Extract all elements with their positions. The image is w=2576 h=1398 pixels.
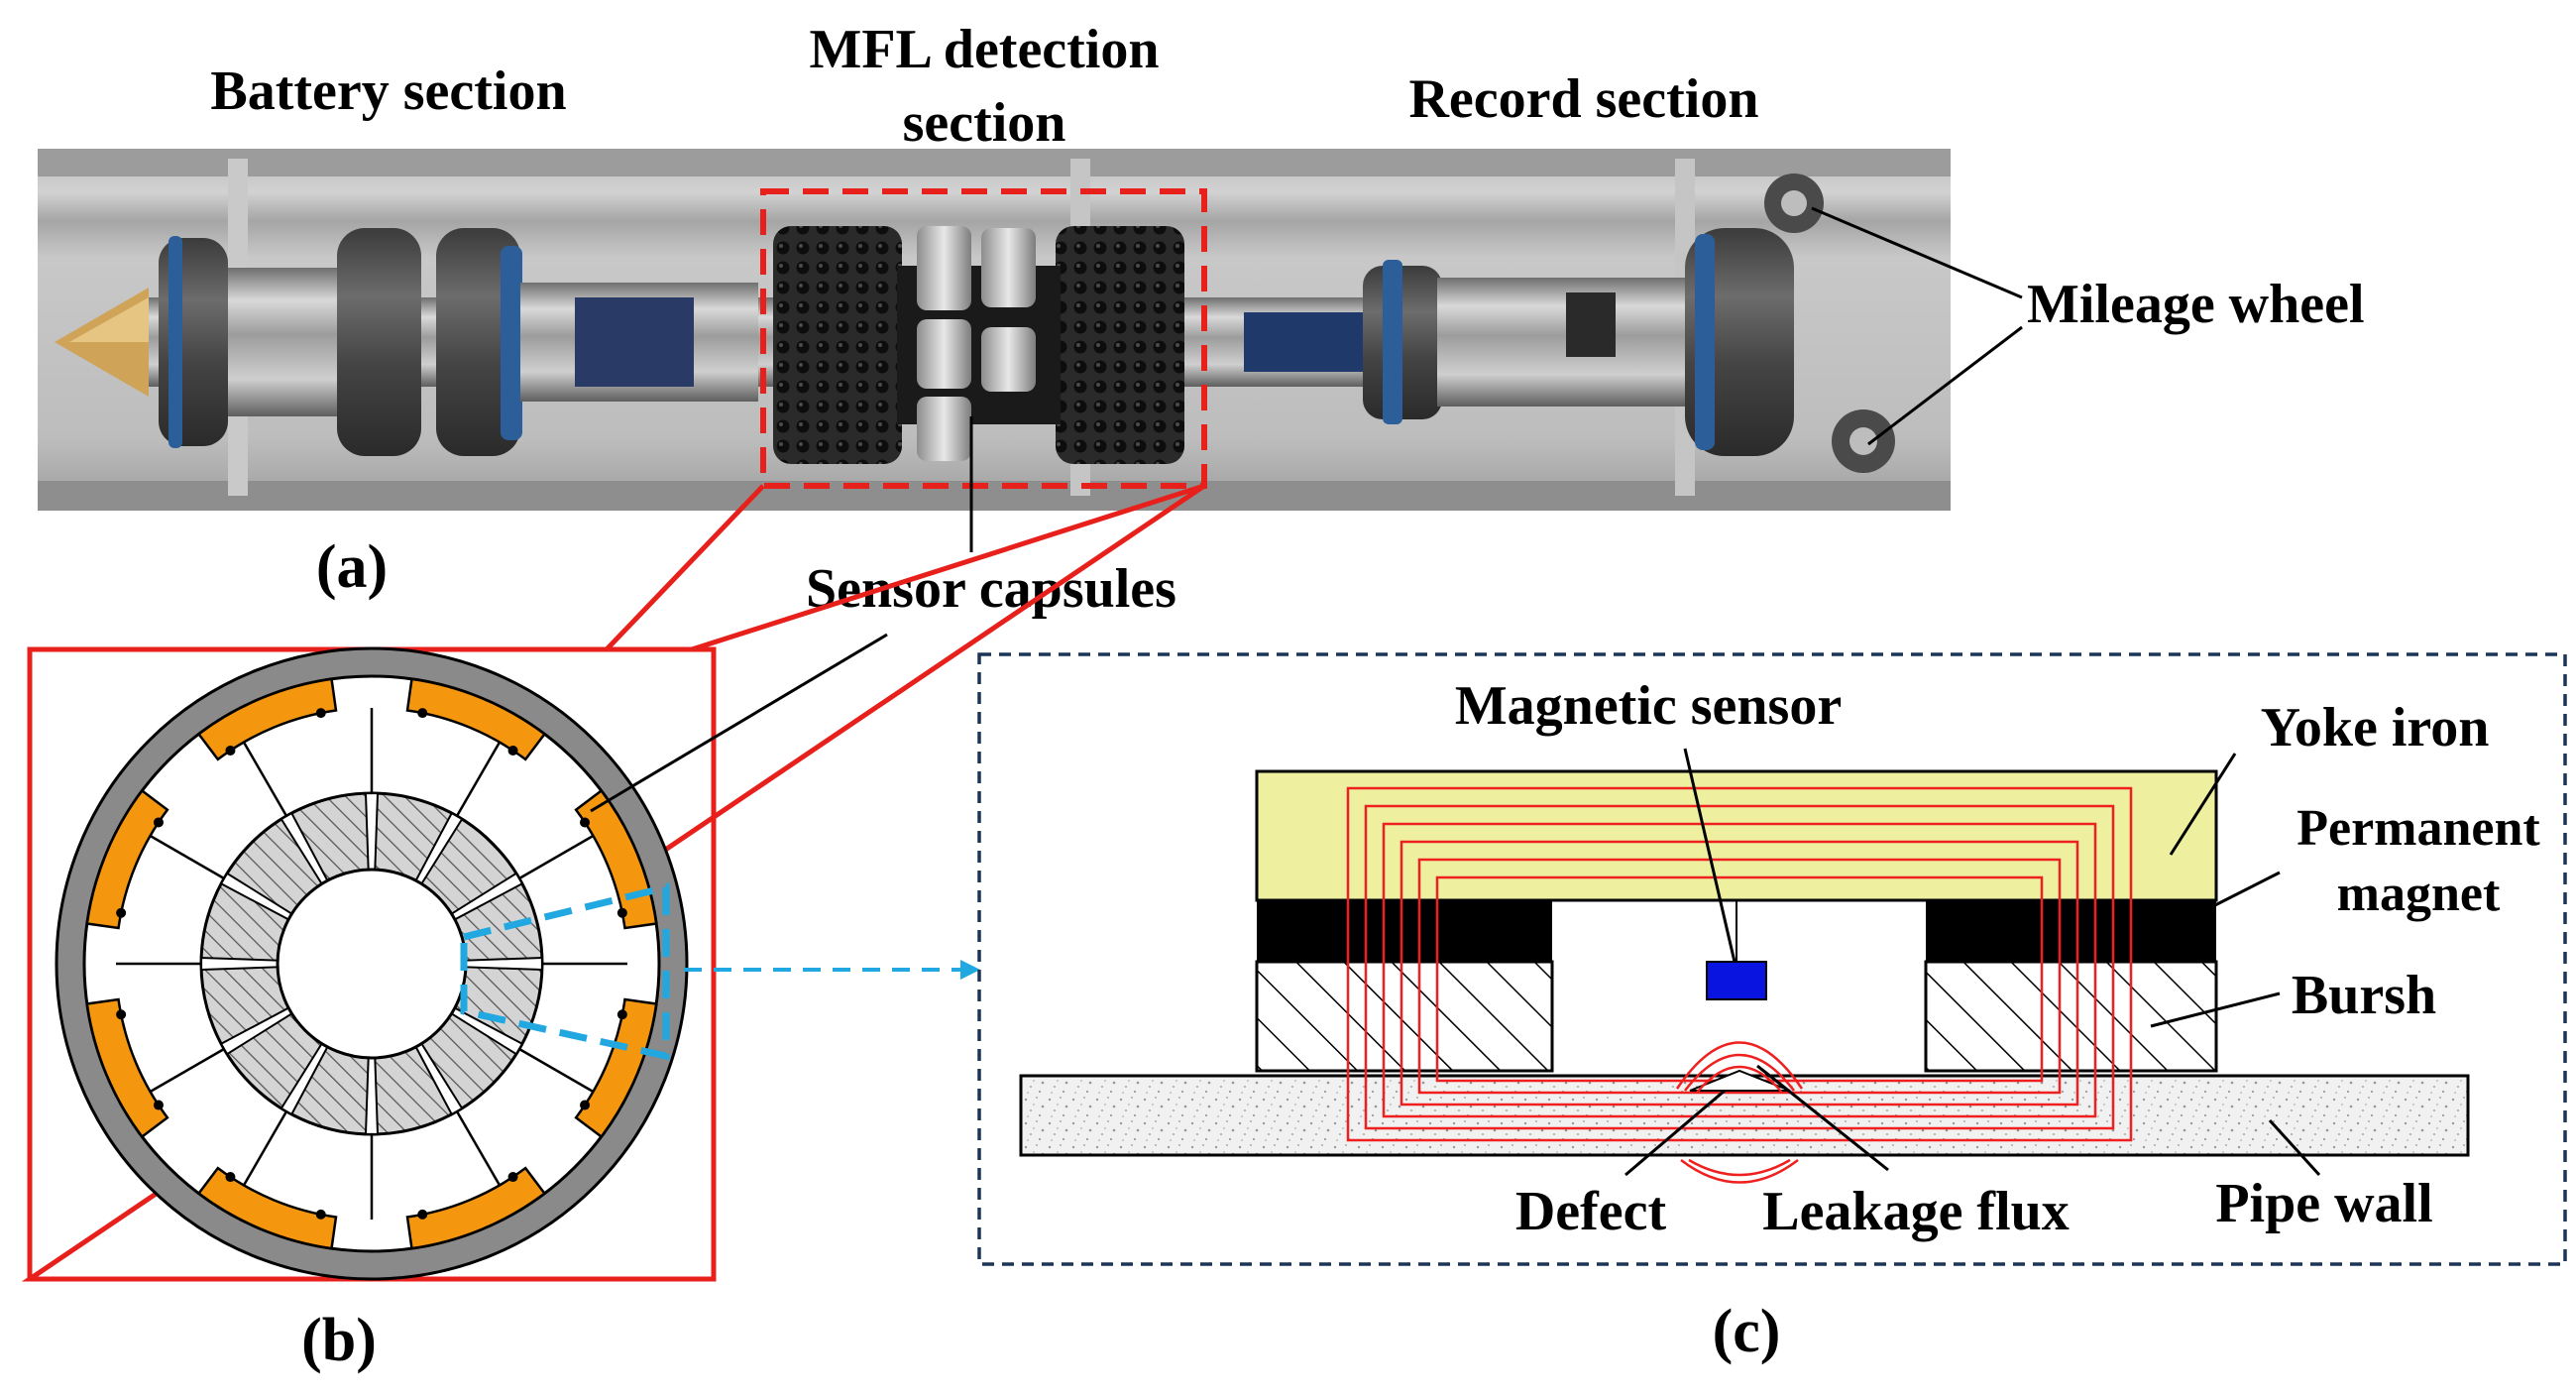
- capsule-joint: [507, 745, 518, 756]
- label-permanent-line2: magnet: [2337, 866, 2501, 922]
- brush-left: [1255, 960, 1554, 1073]
- label-permanent-line1: Permanent: [2296, 800, 2540, 857]
- brush-segment-gap: [464, 956, 543, 972]
- defect: [1689, 1069, 1791, 1092]
- support-spoke: [518, 1047, 595, 1094]
- capsule-joint: [580, 817, 591, 828]
- panel-label-c: (c): [1713, 1298, 1781, 1365]
- label-defect: Defect: [1515, 1181, 1667, 1242]
- label-bursh: Bursh: [2292, 965, 2436, 1026]
- capsule-joint: [616, 907, 627, 918]
- capsule-joint: [116, 1009, 127, 1020]
- capsule-joint: [225, 745, 236, 756]
- support-spoke: [149, 834, 225, 880]
- brush-segment-gap: [200, 956, 280, 972]
- capsule-joint: [580, 1100, 591, 1110]
- flux-lines: [1346, 786, 2133, 1142]
- support-spoke: [242, 1110, 288, 1187]
- capsule-joint: [417, 708, 428, 719]
- capsule-joint: [507, 1172, 518, 1183]
- flux-loop: [1417, 858, 2062, 1095]
- capsule-joint: [153, 1100, 164, 1110]
- label-mileage-wheel: Mileage wheel: [2027, 274, 2365, 335]
- label-battery-section: Battery section: [210, 60, 566, 122]
- capsule-joint: [153, 817, 164, 828]
- brush-right: [1924, 960, 2218, 1073]
- panel-c-frame: [977, 652, 2567, 1266]
- brush-segment-gap: [364, 1056, 380, 1135]
- label-pipe-wall: Pipe wall: [2215, 1173, 2432, 1234]
- label-yoke-iron: Yoke iron: [2261, 697, 2490, 758]
- label-mfl-section-line2: section: [903, 92, 1066, 154]
- cross-section-diagram: [55, 646, 689, 1281]
- support-spoke: [455, 741, 502, 817]
- permanent-magnet-left: [1257, 900, 1552, 962]
- sensor-capsule: [405, 677, 547, 761]
- inspection-tool-photo: [38, 149, 1951, 511]
- flux-loop: [1364, 804, 2115, 1130]
- capsule-joint: [417, 1209, 428, 1220]
- capsule-joint: [225, 1172, 236, 1183]
- zoom-region-outline: [460, 882, 670, 1061]
- yoke-iron: [1255, 769, 2218, 902]
- magnetic-sensor: [1706, 961, 1767, 1000]
- brush-segment-gap: [364, 792, 380, 872]
- sensor-capsule: [85, 788, 169, 930]
- support-spoke: [149, 1047, 225, 1094]
- support-spoke: [455, 1110, 502, 1187]
- permanent-magnet-right: [1926, 900, 2216, 962]
- label-mfl-section-line1: MFL detection: [809, 19, 1159, 80]
- label-magnetic-sensor: Magnetic sensor: [1455, 675, 1842, 737]
- label-leakage-flux: Leakage flux: [1762, 1181, 2070, 1242]
- flux-loop: [1400, 840, 2079, 1107]
- capsule-joint: [616, 1009, 627, 1020]
- mfl-schematic: [1019, 769, 2470, 1184]
- mfl-highlight-box: [760, 188, 1207, 489]
- support-spoke: [518, 834, 595, 880]
- capsule-joint: [315, 1209, 326, 1220]
- panel-label-a: (a): [316, 533, 388, 601]
- flux-loop: [1435, 875, 2044, 1083]
- flux-loop: [1382, 822, 2097, 1118]
- capsule-joint: [315, 708, 326, 719]
- flux-loop: [1346, 786, 2133, 1142]
- capsule-joint: [116, 907, 127, 918]
- sensor-capsule: [196, 1166, 338, 1250]
- label-sensor-capsules: Sensor capsules: [806, 558, 1176, 620]
- panel-label-b: (b): [301, 1307, 377, 1374]
- support-spoke: [242, 741, 288, 817]
- label-record-section: Record section: [1408, 68, 1758, 130]
